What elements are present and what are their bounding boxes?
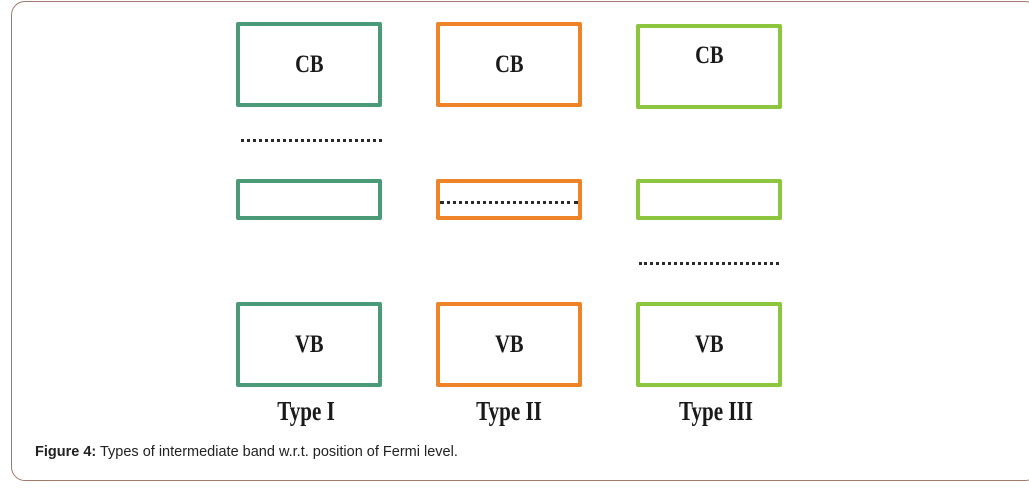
figure-caption: Figure 4: Types of intermediate band w.r… [35, 444, 458, 460]
type3-label: Type III [679, 396, 753, 426]
type1-valence-band: VB [236, 302, 382, 387]
type3-cb-label: CB [694, 42, 724, 69]
type1-cb-label: CB [294, 50, 324, 78]
type2-label: Type II [476, 396, 542, 426]
type2-intermediate-band [436, 179, 582, 220]
type3-conduction-band: CB [636, 24, 782, 109]
type1-vb-label: VB [294, 330, 324, 358]
type2-conduction-band: CB [436, 22, 582, 107]
type2-cb-label: CB [494, 50, 524, 78]
type1-fermi-level-line [241, 139, 382, 142]
type3-intermediate-band [636, 179, 782, 220]
type3-valence-band: VB [636, 302, 782, 387]
type3-fermi-level-line [639, 262, 779, 265]
type2-vb-label: VB [494, 330, 524, 358]
type1-conduction-band: CB [236, 22, 382, 107]
figure-frame [11, 1, 1029, 481]
figure-caption-text: Types of intermediate band w.r.t. positi… [96, 444, 458, 460]
type1-label: Type I [277, 396, 335, 426]
type1-intermediate-band [236, 179, 382, 220]
type2-valence-band: VB [436, 302, 582, 387]
type3-vb-label: VB [694, 330, 724, 358]
type2-fermi-level-line [440, 201, 578, 204]
figure-caption-label: Figure 4: [35, 444, 97, 460]
